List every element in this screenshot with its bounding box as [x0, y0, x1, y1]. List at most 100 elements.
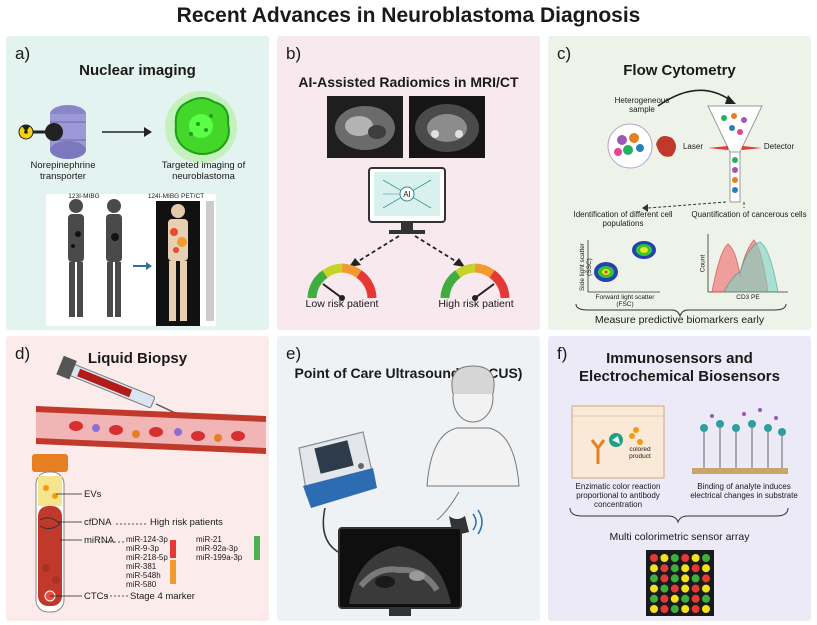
cfdna-note: High risk patients: [150, 517, 223, 528]
sensor-dot: [702, 564, 710, 573]
ct-image: [409, 96, 485, 158]
binding-label: Binding of analyte induces electrical ch…: [690, 482, 798, 500]
scan1-label: 123I-MIBG: [68, 193, 100, 200]
blood-vessel-icon: [36, 406, 266, 454]
sensor-dot: [650, 554, 658, 562]
ctcs-note: Stage 4 marker: [130, 591, 195, 602]
sensor-dot: [691, 554, 700, 562]
imaging-label: Targeted imaging of neuroblastoma: [161, 160, 246, 182]
laser-label: Laser: [682, 142, 703, 151]
mirna-list-2: miR-21 miR-92a-3p miR-199a-3p: [196, 535, 252, 562]
detector-label: Detector: [763, 142, 795, 151]
quantification-label: Quantification of cancerous cells: [691, 210, 807, 219]
sensor-dot: [660, 594, 669, 603]
sensor-dot: [681, 584, 690, 593]
electrode-icon: [692, 408, 788, 474]
colored-product-label: colored product: [629, 446, 651, 460]
sensor-dot: [681, 605, 690, 613]
panel-title-liquid-biopsy: Liquid Biopsy: [87, 350, 188, 367]
ai-radiomics-illustration: [307, 96, 510, 301]
sensor-array-grid: [650, 554, 710, 613]
sensor-dot: [691, 605, 700, 613]
radiation-icon: [18, 124, 34, 140]
mirna-item: miR-21: [196, 535, 222, 544]
sensor-dot: [702, 584, 710, 593]
panel-letter-e: e): [286, 344, 302, 363]
sensor-dot: [660, 584, 669, 593]
sample-label: Heterogeneous sample: [614, 96, 670, 114]
panel-letter-c: c): [557, 44, 572, 63]
pocus-illustration: [298, 365, 520, 616]
sensor-array-label: Multi colorimetric sensor array: [609, 531, 750, 543]
panel-ai-radiomics: b) AI-Assisted Radiomics in MRI/CT: [277, 36, 540, 330]
scatter-ylabel: Side light scatter (SSC): [579, 242, 593, 292]
mirna-item: miR-199a-3p: [196, 553, 243, 562]
sensor-dot: [670, 594, 679, 603]
sensor-dot: [702, 554, 710, 562]
panel-pocus: e) Point of Care Ultrasound (POCUS): [277, 336, 540, 621]
panel-liquid-biopsy: d) Liquid Biopsy: [6, 336, 269, 621]
mirna-item: miR-548h: [126, 571, 161, 580]
liquid-biopsy-illustration: [32, 355, 266, 613]
panel-flow-cytometry: c) Flow Cytometry: [548, 36, 811, 330]
panel-letter-f: f): [557, 344, 568, 363]
high-risk-gauge-icon: [440, 263, 510, 301]
scatter-plot: [587, 240, 660, 293]
sensor-dot: [681, 594, 690, 603]
ultrasound-monitor-icon: [338, 527, 462, 616]
scan2-label: 124I-MIBG PET/CT: [147, 193, 205, 200]
blood-tube-icon: [32, 454, 68, 613]
sensor-dot: [660, 554, 669, 562]
panel-biosensors: f) Immunosensors and Electrochemical Bio…: [548, 336, 811, 621]
mirna-label: miRNA: [84, 535, 115, 546]
mirna-item: miR-381: [126, 562, 157, 571]
cfdna-label: cfDNA: [84, 517, 112, 528]
evs-label: EVs: [84, 489, 102, 500]
syringe-icon: [56, 355, 183, 417]
sensor-dot: [702, 594, 710, 603]
histogram-ylabel: Count: [699, 254, 707, 273]
low-risk-gauge-icon: [307, 263, 377, 301]
pet-ct-body: [156, 201, 214, 326]
mirna-item: miR-580: [126, 580, 157, 589]
nuclear-imaging-illustration: [18, 91, 237, 326]
ai-label: AI: [403, 190, 411, 199]
identification-label: Identification of different cell populat…: [573, 210, 673, 228]
panel-letter-b: b): [286, 44, 302, 63]
enzymatic-label: Enzimatic color reaction proportional to…: [575, 482, 661, 509]
sensor-dot: [691, 564, 700, 573]
mirna-item: miR-218-5p: [126, 553, 168, 562]
sensor-dot: [670, 584, 679, 593]
scan-hotspots: [71, 231, 119, 248]
sensor-dot: [691, 594, 700, 603]
sensor-dot: [670, 605, 679, 613]
panel-title-biosensors-line2: Electrochemical Biosensors: [579, 368, 780, 385]
panel-title-flow-cytometry: Flow Cytometry: [623, 62, 736, 79]
flow-cytometry-illustration: [575, 89, 788, 318]
sensor-dot: [681, 564, 690, 573]
flow-footer-label: Measure predictive biomarkers early: [594, 314, 765, 326]
high-risk-label: High risk patient: [438, 298, 514, 310]
panel-letter-a: a): [15, 44, 31, 63]
sample-icon: [607, 123, 676, 169]
panel-letter-d: d): [15, 344, 31, 363]
sensor-dot: [681, 554, 690, 562]
ctcs-label: CTCs: [84, 591, 109, 602]
biosensors-illustration: [569, 405, 789, 616]
panel-nuclear-imaging: a) Nuclear imaging: [6, 36, 269, 330]
sensor-dot: [670, 564, 679, 573]
laser-icon: [708, 146, 728, 150]
mri-image: [327, 96, 403, 158]
sensor-dot: [660, 574, 669, 583]
transporter-label: Norepinephrine transporter: [30, 160, 96, 182]
patient-icon: [426, 365, 520, 521]
panel-title-ai-radiomics: AI-Assisted Radiomics in MRI/CT: [298, 74, 519, 90]
sensor-dot: [650, 574, 658, 583]
sensor-dot: [691, 574, 700, 583]
panel-title-biosensors-line1: Immunosensors and: [606, 350, 753, 367]
beaker-icon: [571, 405, 665, 479]
main-title: Recent Advances in Neuroblastoma Diagnos…: [176, 4, 641, 27]
flow-cell-icon: [707, 105, 763, 203]
sensor-dot: [650, 584, 658, 593]
sensor-dot: [670, 574, 679, 583]
